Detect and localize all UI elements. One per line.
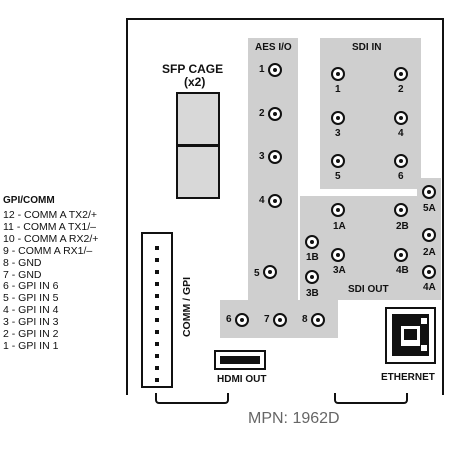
legend-list: 12 - COMM A TX2/+ 11 - COMM A TX1/– 10 -… bbox=[3, 209, 123, 353]
mpn-label: MPN: 1962D bbox=[248, 410, 340, 427]
aes-number: 1 bbox=[259, 64, 265, 75]
aes-number: 4 bbox=[259, 195, 265, 206]
sdi-out-label: SDI OUT bbox=[348, 284, 389, 295]
sdi-out-number: 3B bbox=[306, 288, 319, 299]
sdi-in-number: 4 bbox=[398, 128, 404, 139]
legend-item: 6 - GPI IN 6 bbox=[3, 280, 59, 293]
terminal-pin bbox=[155, 342, 159, 346]
sdi-out-number: 1B bbox=[306, 252, 319, 263]
aes-number: 8 bbox=[302, 314, 308, 325]
ethernet-led-bottom bbox=[421, 345, 427, 351]
terminal-pin bbox=[155, 318, 159, 322]
sdi-out-bnc-connector-4a[interactable] bbox=[422, 265, 436, 279]
sdi-out-bnc-connector-3b[interactable] bbox=[305, 270, 319, 284]
comm-gpi-label-text: COMM / GPI bbox=[181, 276, 193, 338]
terminal-pin bbox=[155, 354, 159, 358]
sdi-in-number: 2 bbox=[398, 84, 404, 95]
legend-item: 8 - GND bbox=[3, 256, 42, 269]
sdi-out-number: 5A bbox=[423, 203, 436, 214]
legend-item: 9 - COMM A RX1/– bbox=[3, 244, 93, 257]
comm-gpi-terminal-block[interactable] bbox=[141, 232, 173, 388]
legend-item: 12 - COMM A TX2/+ bbox=[3, 209, 98, 221]
sdi-in-bnc-connector-1[interactable] bbox=[331, 67, 345, 81]
sdi-in-bnc-connector-2[interactable] bbox=[394, 67, 408, 81]
sdi-in-bnc-connector-5[interactable] bbox=[331, 154, 345, 168]
terminal-pin bbox=[155, 294, 159, 298]
aes-region bbox=[248, 38, 298, 300]
ethernet-led-top bbox=[421, 318, 427, 324]
legend-item: 11 - COMM A TX1/– bbox=[3, 220, 96, 233]
sdi-out-number: 2A bbox=[423, 247, 436, 258]
sdi-out-number: 1A bbox=[333, 221, 346, 232]
legend-item: 4 - GPI IN 4 bbox=[3, 304, 59, 317]
sdi-in-number: 5 bbox=[335, 171, 341, 182]
terminal-pin bbox=[155, 378, 159, 382]
panel-foot-right bbox=[334, 393, 408, 404]
sdi-out-number: 3A bbox=[333, 265, 346, 276]
terminal-pin bbox=[155, 282, 159, 286]
aes-bnc-connector-8[interactable] bbox=[311, 313, 325, 327]
aes-number: 2 bbox=[259, 108, 265, 119]
ethernet-port[interactable] bbox=[385, 307, 436, 364]
sdi-in-number: 6 bbox=[398, 171, 404, 182]
sdi-out-bnc-connector-2a[interactable] bbox=[422, 228, 436, 242]
aes-number: 3 bbox=[259, 151, 265, 162]
hdmi-port[interactable] bbox=[214, 350, 266, 370]
sdi-out-bnc-connector-3a[interactable] bbox=[331, 248, 345, 262]
terminal-pin bbox=[155, 306, 159, 310]
sfp-cage-divider bbox=[178, 144, 218, 147]
aes-number: 6 bbox=[226, 314, 232, 325]
sfp-cage[interactable] bbox=[176, 92, 220, 199]
legend-item: 3 - GPI IN 3 bbox=[3, 316, 59, 329]
sdi-out-number: 4B bbox=[396, 265, 409, 276]
terminal-pin bbox=[155, 330, 159, 334]
aes-bnc-connector-5[interactable] bbox=[263, 265, 277, 279]
aes-bnc-connector-7[interactable] bbox=[273, 313, 287, 327]
hdmi-out-label: HDMI OUT bbox=[217, 374, 267, 385]
terminal-pin bbox=[155, 366, 159, 370]
sdi-in-bnc-connector-4[interactable] bbox=[394, 111, 408, 125]
ethernet-jack bbox=[392, 314, 429, 356]
sdi-out-bnc-connector-1a[interactable] bbox=[331, 203, 345, 217]
legend-item: 7 - GND bbox=[3, 268, 42, 281]
sdi-out-bnc-connector-2b[interactable] bbox=[394, 203, 408, 217]
sdi-in-label: SDI IN bbox=[352, 42, 382, 53]
aes-bnc-connector-3[interactable] bbox=[268, 150, 282, 164]
sfp-cage-count: (x2) bbox=[184, 75, 206, 89]
aes-bnc-connector-6[interactable] bbox=[235, 313, 249, 327]
aes-bnc-connector-1[interactable] bbox=[268, 63, 282, 77]
aes-number: 5 bbox=[254, 268, 260, 279]
ethernet-socket bbox=[401, 326, 420, 346]
terminal-pin bbox=[155, 258, 159, 262]
sdi-out-bnc-connector-5a[interactable] bbox=[422, 185, 436, 199]
aes-io-label: AES I/O bbox=[255, 42, 292, 53]
comm-gpi-label: COMM / GPI bbox=[172, 247, 202, 367]
legend-item: 10 - COMM A RX2/+ bbox=[3, 232, 99, 245]
ethernet-label: ETHERNET bbox=[381, 372, 435, 383]
legend-title: GPI/COMM bbox=[3, 195, 55, 206]
sdi-out-bnc-connector-1b[interactable] bbox=[305, 235, 319, 249]
sfp-cage-label: SFP CAGE bbox=[162, 62, 224, 76]
legend-item: 1 - GPI IN 1 bbox=[3, 339, 59, 352]
legend-item: 5 - GPI IN 5 bbox=[3, 292, 59, 305]
aes-bnc-connector-4[interactable] bbox=[268, 194, 282, 208]
panel-foot-left bbox=[155, 393, 229, 404]
legend-item: 2 - GPI IN 2 bbox=[3, 328, 59, 341]
sdi-out-bnc-connector-4b[interactable] bbox=[394, 248, 408, 262]
aes-bnc-connector-2[interactable] bbox=[268, 107, 282, 121]
sdi-in-number: 1 bbox=[335, 84, 341, 95]
terminal-pin bbox=[155, 246, 159, 250]
sdi-in-number: 3 bbox=[335, 128, 341, 139]
sdi-out-number: 2B bbox=[396, 221, 409, 232]
terminal-pin bbox=[155, 270, 159, 274]
sdi-out-number: 4A bbox=[423, 282, 436, 293]
sdi-in-bnc-connector-3[interactable] bbox=[331, 111, 345, 125]
sdi-in-bnc-connector-6[interactable] bbox=[394, 154, 408, 168]
hdmi-port-socket bbox=[220, 356, 260, 364]
rear-panel bbox=[126, 18, 444, 395]
aes-number: 7 bbox=[264, 314, 270, 325]
gpi-comm-legend: GPI/COMM 12 - COMM A TX2/+ 11 - COMM A T… bbox=[3, 195, 123, 353]
